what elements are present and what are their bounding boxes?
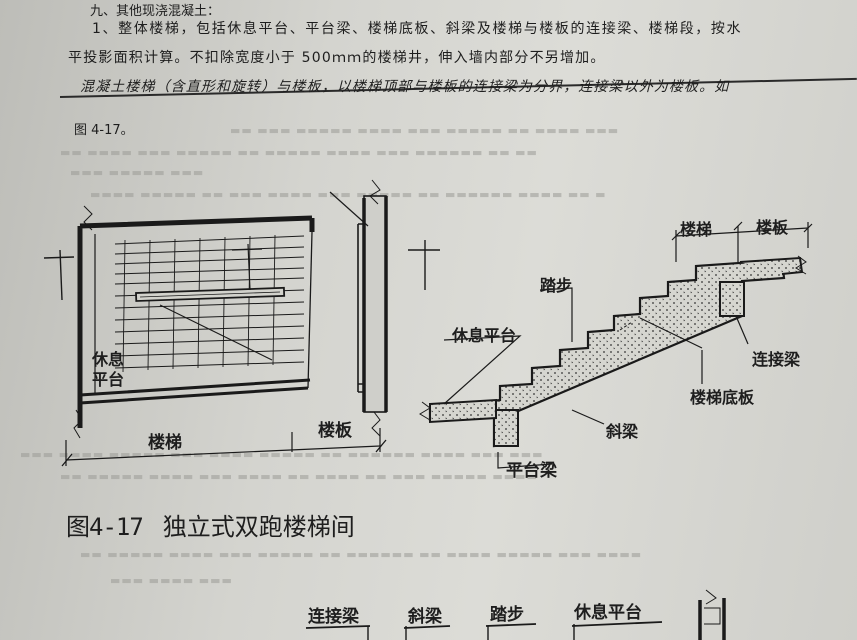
bleed-through-text: ▬▬ ▬▬▬▬▬ ▬▬▬▬ ▬▬▬ ▬▬▬▬ ▬▬ ▬▬▬▬ ▬▬ ▬▬▬ ▬▬… bbox=[60, 470, 538, 483]
figure-caption: 图4-17 独立式双跑楼梯间 bbox=[66, 507, 355, 542]
bleed-through-text: ▬▬▬ ▬▬▬▬ ▬▬▬ bbox=[110, 574, 233, 587]
bleed-through-text: ▬▬▬ ▬▬▬▬▬ ▬▬▬ bbox=[70, 166, 205, 179]
bleed-through-text: ▬▬▬▬ ▬▬▬▬▬ ▬▬ ▬▬▬ ▬▬▬▬ ▬▬▬ ▬▬▬▬▬ ▬▬ ▬▬▬▬… bbox=[90, 188, 607, 201]
rule-text-line: 混凝土楼梯（含直形和旋转）与楼板，以楼梯顶部与楼板的连接梁为分界，连接梁以外为楼… bbox=[80, 79, 730, 95]
rule-text-line: 平投影面积计算。不扣除宽度小于 500ｍｍ的楼梯井，伸入墙内部分不另增加。 bbox=[68, 50, 606, 66]
leader-lines bbox=[443, 287, 749, 469]
slab-dimension-label: 楼板 bbox=[318, 421, 352, 441]
bottom-rest-platform-label: 休息平台 bbox=[574, 603, 642, 623]
figure-number: 图4-17 bbox=[66, 513, 144, 541]
section-stair-label: 楼梯 bbox=[680, 220, 713, 239]
stair-grid bbox=[122, 234, 276, 373]
landing-label: 休息 bbox=[92, 350, 125, 369]
bottom-tread-label: 踏步 bbox=[490, 605, 524, 625]
section-view bbox=[419, 221, 813, 469]
rule-text-line: 图 4-17。 bbox=[74, 123, 134, 138]
bottom-connecting-beam-label: 连接梁 bbox=[308, 607, 359, 627]
stair-bottom-slab-label: 楼梯底板 bbox=[690, 388, 755, 407]
connecting-beam-label: 连接梁 bbox=[752, 350, 801, 369]
plan-view bbox=[43, 205, 387, 467]
stair-dimension-label: 楼梯 bbox=[148, 433, 182, 453]
section-slab-label: 楼板 bbox=[756, 218, 789, 237]
stair-treads bbox=[114, 235, 305, 369]
bleed-through-text: ▬▬ ▬▬▬▬▬ ▬▬▬▬ ▬▬▬ ▬▬▬▬▬ ▬▬ ▬▬▬▬▬▬ ▬▬ ▬▬▬… bbox=[80, 548, 643, 561]
bleed-through-text: ▬▬ ▬▬▬ ▬▬▬▬▬ ▬▬▬▬ ▬▬▬ ▬▬▬▬▬ ▬▬ ▬▬▬▬ ▬▬▬ bbox=[230, 124, 620, 137]
tread-label: 踏步 bbox=[540, 276, 573, 295]
platform-beam-label: 平台梁 bbox=[506, 461, 557, 481]
bleed-through-text: ▬▬ ▬▬▬▬ ▬▬▬ ▬▬▬▬▬ ▬▬ ▬▬▬▬▬ ▬▬▬▬ ▬▬▬ ▬▬▬▬… bbox=[60, 146, 538, 159]
inclined-beam-label: 斜梁 bbox=[606, 422, 639, 441]
slab-wall-section bbox=[329, 179, 440, 437]
bleed-through-text: ▬▬▬ ▬▬▬▬ ▬▬▬▬▬ ▬▬▬ ▬▬▬▬ ▬▬▬▬▬ ▬▬ ▬▬▬▬▬▬ … bbox=[20, 448, 544, 461]
rest-platform-label: 休息平台 bbox=[452, 326, 517, 345]
section-heading: 九、其他现浇混凝土： bbox=[90, 4, 221, 19]
figure-title: 独立式双跑楼梯间 bbox=[162, 513, 355, 541]
bottom-inclined-beam-label: 斜梁 bbox=[408, 607, 442, 627]
landing-label: 平台 bbox=[92, 370, 125, 389]
second-figure-fragment bbox=[305, 589, 726, 640]
rule-text-line: 1、整体楼梯，包括休息平台、平台梁、楼梯底板、斜梁及楼梯与楼板的连接梁、楼梯段，… bbox=[92, 21, 743, 37]
